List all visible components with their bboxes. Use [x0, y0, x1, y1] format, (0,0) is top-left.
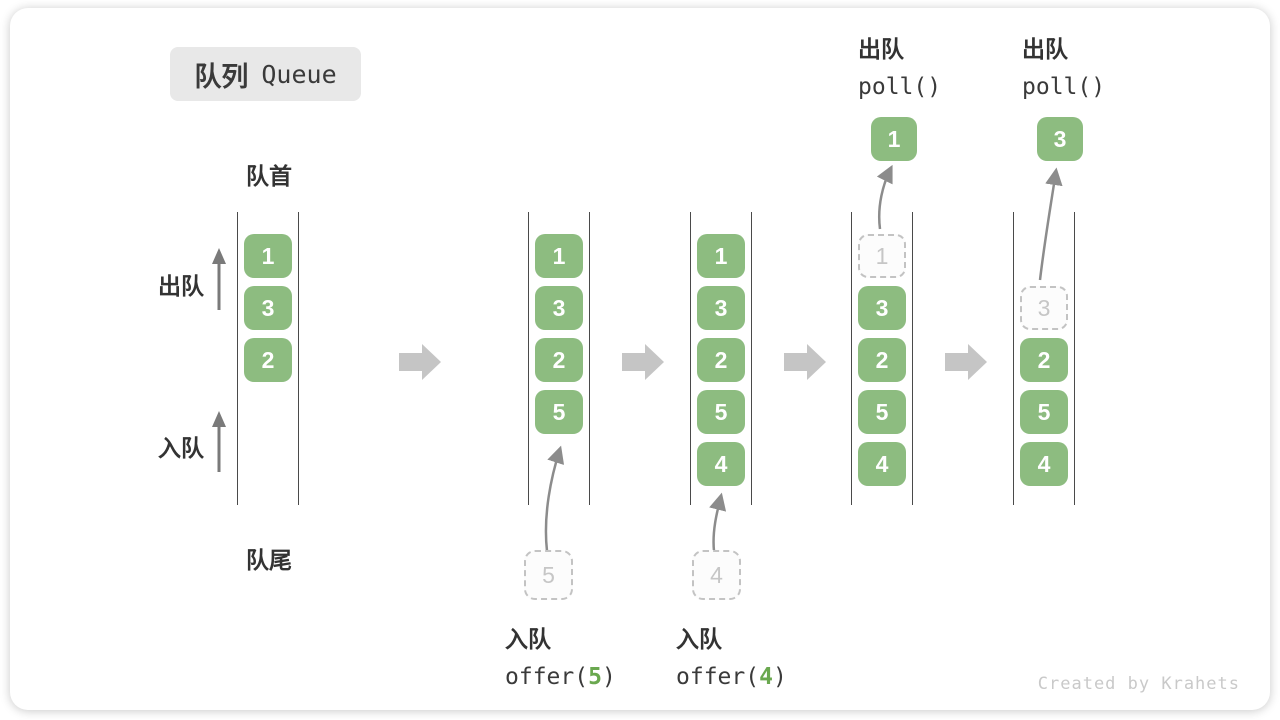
queue-state-after-offer-5: 1 3 2 5 — [528, 212, 590, 505]
enqueue-5-label: 入队 — [505, 626, 551, 652]
enqueue-4-code: offer(4) — [676, 664, 787, 690]
queue-rear-label: 队尾 — [246, 547, 292, 573]
queue-item: 1 — [244, 234, 292, 278]
poll-2-caption: 出队 poll() — [1022, 30, 1105, 100]
queue-item: 5 — [858, 390, 906, 434]
queue-item: 4 — [1020, 442, 1068, 486]
watermark: Created by Krahets — [1037, 674, 1240, 694]
enqueue-side-label: 入队 — [158, 435, 204, 461]
queue-state-after-poll-3: 3 2 5 4 — [1013, 212, 1075, 505]
queue-item: 2 — [697, 338, 745, 382]
enqueue-4-label: 入队 — [676, 626, 722, 652]
queue-item: 2 — [858, 338, 906, 382]
staged-item-5: 5 — [524, 550, 573, 600]
queue-item: 5 — [535, 390, 583, 434]
queue-item: 3 — [697, 286, 745, 330]
enqueue-5-code: offer(5) — [505, 664, 616, 690]
poll-2-code: poll() — [1022, 74, 1106, 100]
queue-item: 3 — [535, 286, 583, 330]
canvas-card — [10, 8, 1270, 710]
queue-item: 2 — [1020, 338, 1068, 382]
queue-state-initial: 1 3 2 — [237, 212, 299, 505]
diagram-title: 队列 Queue — [170, 47, 361, 101]
removed-item-ghost: 3 — [1020, 286, 1068, 330]
queue-item: 4 — [858, 442, 906, 486]
dequeue-side-label: 出队 — [158, 273, 204, 299]
queue-item: 1 — [697, 234, 745, 278]
queue-item: 4 — [697, 442, 745, 486]
enqueue-5-caption: 入队 offer(5) — [505, 620, 616, 690]
popped-item-1: 1 — [871, 117, 917, 161]
poll-1-caption: 出队 poll() — [858, 30, 941, 100]
queue-item: 5 — [697, 390, 745, 434]
enqueue-4-caption: 入队 offer(4) — [676, 620, 787, 690]
enqueue-5-arg: 5 — [588, 664, 602, 690]
queue-item: 3 — [244, 286, 292, 330]
poll-1-label: 出队 — [858, 36, 904, 62]
queue-state-after-poll-1: 1 3 2 5 4 — [851, 212, 913, 505]
enqueue-4-arg: 4 — [759, 664, 773, 690]
title-zh: 队列 — [194, 61, 249, 92]
poll-1-code: poll() — [858, 74, 942, 100]
title-en: Queue — [261, 59, 337, 89]
queue-state-after-offer-4: 1 3 2 5 4 — [690, 212, 752, 505]
removed-item-ghost: 1 — [858, 234, 906, 278]
popped-item-3: 3 — [1037, 117, 1083, 161]
queue-item: 3 — [858, 286, 906, 330]
queue-front-label: 队首 — [246, 163, 292, 189]
poll-2-label: 出队 — [1022, 36, 1068, 62]
staged-item-4: 4 — [692, 550, 741, 600]
queue-item: 5 — [1020, 390, 1068, 434]
queue-item: 1 — [535, 234, 583, 278]
queue-item: 2 — [535, 338, 583, 382]
queue-item: 2 — [244, 338, 292, 382]
